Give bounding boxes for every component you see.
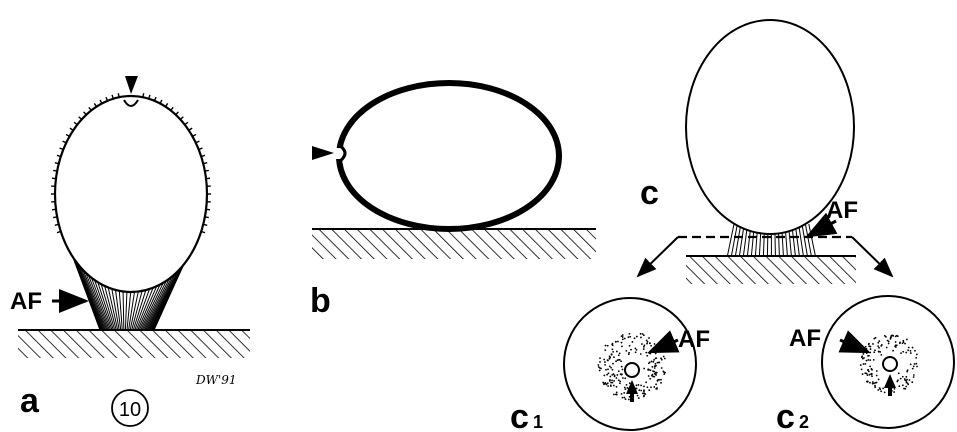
panel-c2-attachment-point	[883, 357, 897, 371]
panel-a-substrate	[18, 330, 250, 358]
panel-c1-attachment-point	[625, 363, 639, 377]
panel-c-arrow-to-c1	[638, 237, 678, 276]
panel-c1-label: c	[510, 398, 529, 432]
panel-c-arrow-to-c2	[852, 237, 892, 276]
panel-c-substrate	[686, 256, 856, 284]
panel-a-micropyle-arrowhead	[125, 76, 138, 94]
panel-c2: AF c 2	[776, 296, 954, 432]
panel-a: AF a 10 DW'91	[10, 76, 250, 426]
figure-number: 10	[119, 399, 141, 421]
panel-b-egg	[339, 83, 559, 229]
panel-c1: AF c 1	[510, 298, 710, 432]
panel-b-substrate	[312, 229, 596, 259]
panel-c2-af-label: AF	[789, 325, 821, 352]
artist-signature: DW'91	[195, 373, 237, 387]
panel-c-label: c	[640, 174, 659, 212]
panel-a-label: a	[20, 382, 40, 420]
panel-c1-subscript: 1	[533, 412, 543, 432]
panel-b: b	[310, 83, 596, 320]
panel-b-micropyle-arrowhead	[312, 146, 334, 160]
panel-c: AF c	[638, 20, 892, 284]
panel-c2-label: c	[776, 398, 795, 432]
panel-c-af-label: AF	[826, 197, 858, 224]
panel-c1-af-label: AF	[678, 326, 710, 353]
panel-c2-subscript: 2	[799, 412, 809, 432]
panel-a-egg	[55, 96, 207, 292]
panel-a-af-label: AF	[10, 288, 42, 315]
panel-b-label: b	[310, 282, 331, 320]
